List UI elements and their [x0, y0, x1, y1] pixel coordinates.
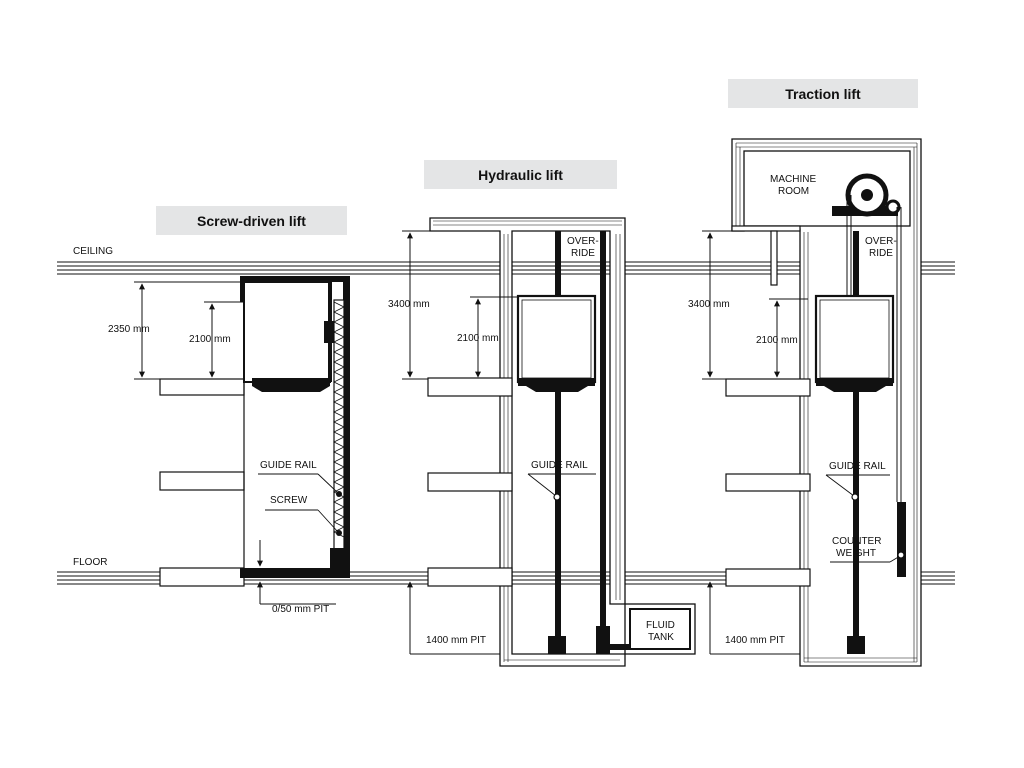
screw-landing-1	[159, 378, 245, 396]
screw-landing-2	[159, 471, 245, 491]
fluid-pipe	[606, 644, 630, 650]
screw-car	[243, 281, 331, 383]
hydraulic-lift: OVER- RIDE 3400 mm 2100 mm GUIDE RAIL 14…	[388, 217, 696, 667]
traction-headroom-label: 3400 mm	[688, 299, 730, 310]
hydraulic-car-height-label: 2100 mm	[457, 333, 499, 344]
machine-room-label-2: ROOM	[778, 186, 809, 197]
ceiling-label: CEILING	[73, 246, 113, 257]
fluid-tank-label-1: FLUID	[646, 620, 675, 631]
traction-override-label-2: RIDE	[869, 248, 893, 259]
screw-landing-3	[159, 567, 245, 587]
traction-counterweight-label-2: WEIGHT	[836, 548, 876, 559]
traction-car	[814, 294, 895, 384]
traction-ropes	[846, 195, 902, 502]
screw-headroom-label: 2350 mm	[108, 324, 150, 335]
traction-counterweight-label-1: COUNTER	[832, 536, 881, 547]
traction-landing-1	[725, 378, 811, 397]
screw-lift: 2350 mm 2100 mm GUIDE RAIL SCREW 0/50 mm…	[108, 276, 350, 615]
hydraulic-car	[516, 294, 597, 384]
title-screw-driven-lift: Screw-driven lift	[156, 206, 347, 235]
screw-screw-label: SCREW	[270, 495, 308, 506]
hydraulic-shaft-wall	[429, 217, 626, 667]
screw-shaft-floor	[240, 568, 350, 578]
machine-room-label-1: MACHINE	[770, 174, 816, 185]
screw-car-height-label: 2100 mm	[189, 334, 231, 345]
traction-guide-rail-label: GUIDE RAIL	[829, 461, 886, 472]
screw-pit-label: 0/50 mm PIT	[272, 604, 329, 615]
hydraulic-landing-3	[427, 567, 513, 587]
hydraulic-override-label-2: RIDE	[571, 248, 595, 259]
traction-override-label-1: OVER-	[865, 236, 897, 247]
hydraulic-guide-rail	[555, 231, 561, 297]
hydraulic-pit-label: 1400 mm PIT	[426, 635, 486, 646]
floor-label: FLOOR	[73, 557, 107, 568]
hydraulic-landing-1	[427, 377, 513, 397]
fluid-tank	[624, 603, 696, 655]
hydraulic-guide-rail-label: GUIDE RAIL	[531, 460, 588, 471]
traction-landing-2	[725, 473, 811, 492]
screw-shaft-right-wall	[343, 276, 350, 578]
hydraulic-override-label-1: OVER-	[567, 236, 599, 247]
title-hydraulic-lift: Hydraulic lift	[424, 160, 617, 189]
traction-deflector-sheave	[885, 199, 901, 215]
screw-shaft-top	[240, 276, 350, 282]
traction-hanger	[770, 230, 778, 286]
traction-lift: MACHINE ROOM OVER-	[688, 138, 922, 667]
traction-pit-label: 1400 mm PIT	[725, 635, 785, 646]
fluid-tank-label-2: TANK	[648, 632, 674, 643]
traction-car-height-label: 2100 mm	[756, 335, 798, 346]
title-traction-lift: Traction lift	[728, 79, 918, 108]
screw-thread	[333, 301, 345, 538]
traction-landing-3	[725, 568, 811, 587]
hydraulic-landing-2	[427, 472, 513, 492]
traction-guide-rail	[853, 231, 859, 297]
screw-guide-rail-label: GUIDE RAIL	[260, 460, 317, 471]
traction-counterweight	[897, 502, 906, 577]
hydraulic-piston	[600, 231, 606, 626]
hydraulic-headroom-label: 3400 mm	[388, 299, 430, 310]
